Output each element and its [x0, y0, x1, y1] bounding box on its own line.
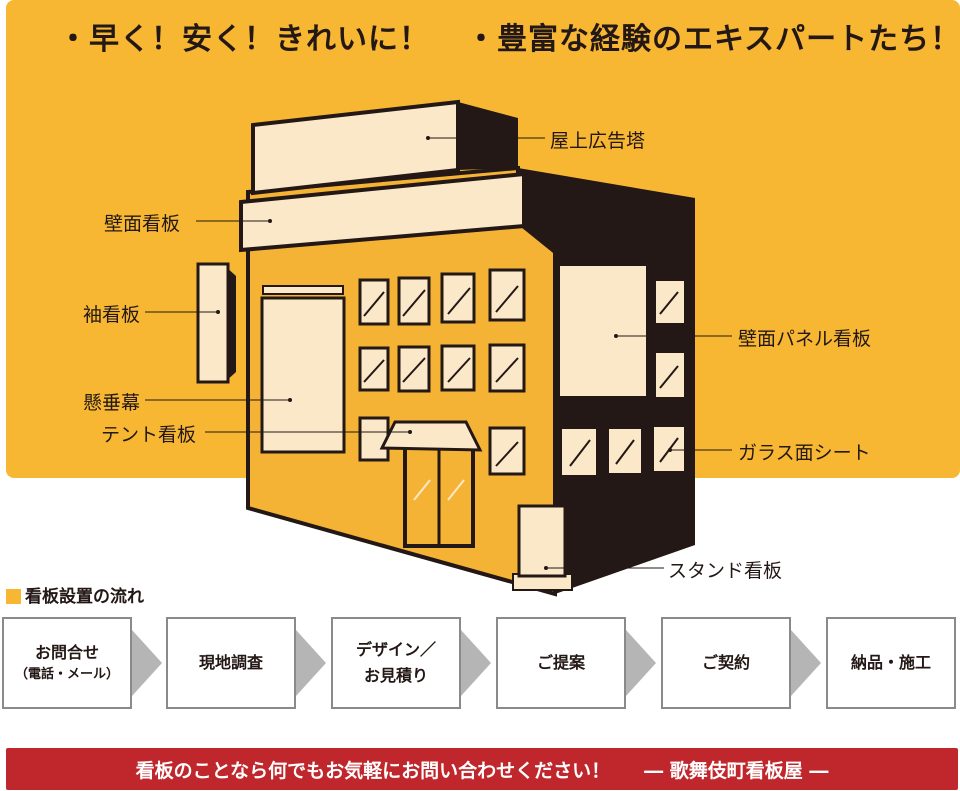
headline: ・早く！安く！きれいに！ ・豊富な経験のエキスパートたち！: [58, 14, 960, 58]
banner-rod: [262, 285, 344, 295]
arrow-right-icon: [461, 630, 491, 696]
label-rooftop: 屋上広告塔: [550, 130, 646, 152]
hanging-banner: [260, 296, 346, 454]
step-label: 現地調査: [198, 653, 263, 673]
label-projecting: 袖看板: [83, 304, 141, 326]
footer-message: 看板のことなら何でもお気軽にお問い合わせください！: [135, 759, 611, 782]
flow-title-text: 看板設置の流れ: [25, 587, 144, 607]
flow-step-design: デザイン／ お見積り: [331, 617, 461, 709]
footer-banner: 看板のことなら何でもお気軽にお問い合わせください！ ― 歌舞伎町看板屋 ―: [6, 748, 958, 790]
footer-shop-name: ― 歌舞伎町看板屋 ―: [644, 759, 829, 782]
building-illustration: [145, 99, 732, 597]
step-label: お問合せ: [34, 642, 99, 662]
flow-title: 看板設置の流れ: [6, 582, 144, 607]
arrow-right-icon: [132, 630, 162, 696]
step-label: ご提案: [536, 653, 585, 673]
wall-panel-sign: [560, 266, 646, 396]
step-label: 納品・施工: [850, 653, 931, 673]
side-windows: [560, 279, 686, 477]
step-label: デザイン／: [355, 640, 436, 660]
stand-sign: [517, 504, 567, 578]
step-sublabel: （電話・メール）: [14, 667, 119, 683]
wall-sign: [239, 171, 526, 253]
flow-step-install: 納品・施工: [826, 617, 956, 709]
arrow-right-icon: [791, 630, 821, 696]
headline-part1: ・早く！安く！きれいに！: [58, 22, 430, 57]
leader-dots: [216, 136, 672, 570]
flow-step-survey: 現地調査: [166, 617, 296, 709]
label-tent: テント看板: [101, 424, 197, 446]
rooftop-tower-side: [458, 102, 518, 170]
flow-step-inquiry: お問合せ （電話・メール）: [2, 617, 132, 709]
label-stand: スタンド看板: [668, 560, 783, 582]
leader-lines: [145, 137, 732, 569]
step-label: ご契約: [701, 653, 750, 673]
arrow-right-icon: [626, 630, 656, 696]
tent-sign: [379, 420, 483, 452]
flow-step-contract: ご契約: [661, 617, 791, 709]
rooftop-sign: [251, 99, 460, 196]
label-glass: ガラス面シート: [738, 442, 871, 464]
projecting-sign: [196, 262, 230, 384]
label-banner: 懸垂幕: [83, 392, 141, 414]
front-windows: [358, 268, 526, 476]
step-sublabel: お見積り: [363, 666, 428, 685]
arrow-right-icon: [296, 630, 326, 696]
headline-part2: ・豊富な経験のエキスパートたち！: [466, 22, 960, 57]
label-wall-sign: 壁面看板: [104, 213, 181, 235]
square-icon: [6, 589, 21, 604]
label-panel: 壁面パネル看板: [738, 328, 872, 350]
flow-step-proposal: ご提案: [496, 617, 626, 709]
